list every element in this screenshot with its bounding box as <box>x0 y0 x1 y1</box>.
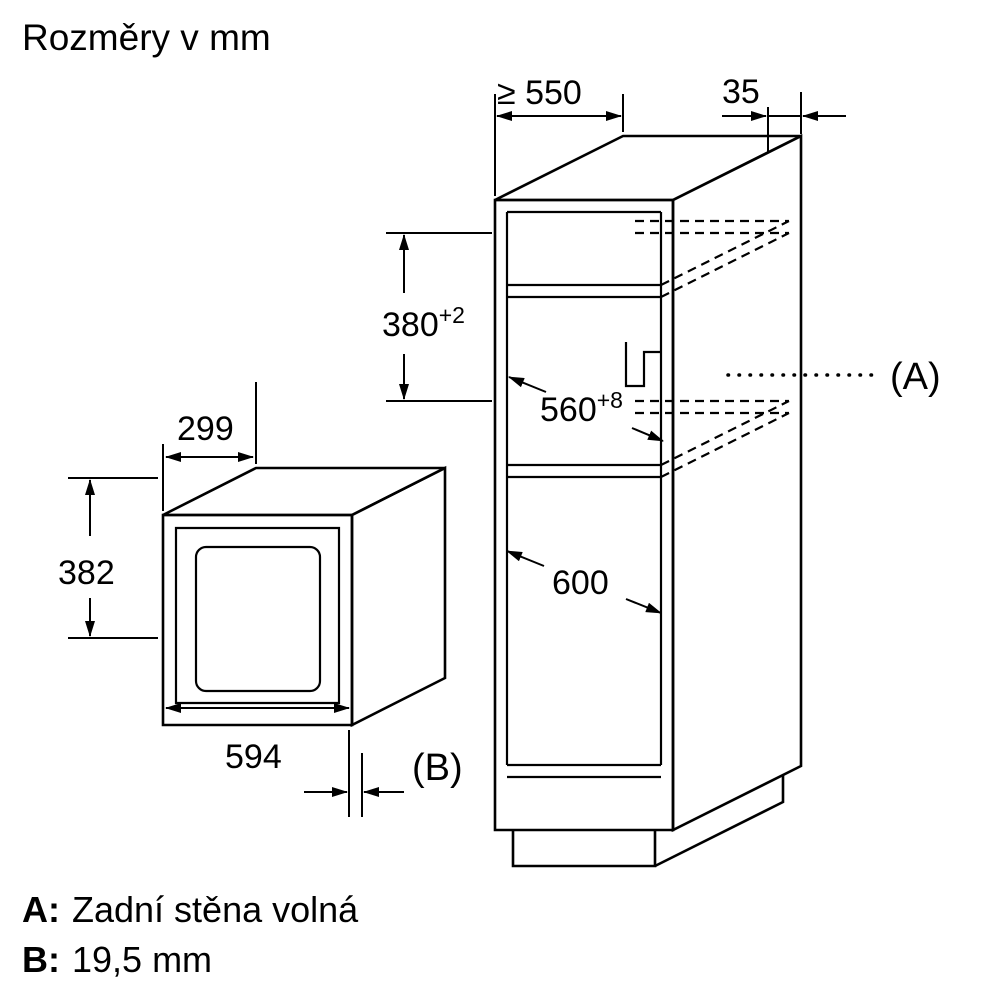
dim-niche-width-arrow-right <box>631 427 664 442</box>
dim-oven-depth-extension-lines <box>162 382 257 511</box>
niche-rear-notch <box>624 342 661 388</box>
cabinet-side-face <box>671 133 803 833</box>
cabinet-inner-frame <box>505 210 663 765</box>
dim-oven-depth: 299 <box>162 382 257 511</box>
legend: A:Zadní stěna volná B:19,5 mm <box>22 889 359 980</box>
dim-oven-depth-label: 299 <box>177 410 234 448</box>
dim-oven-height: 382 <box>58 477 158 639</box>
legend-line-b: B:19,5 mm <box>22 939 212 980</box>
page-title: Rozměry v mm <box>22 17 271 58</box>
dim-rear-gap-label: 35 <box>722 73 760 111</box>
oven-side-face <box>350 465 447 728</box>
cabinet-top-face <box>494 134 802 202</box>
dim-cabinet-depth-label: ≥ 550 <box>497 74 582 112</box>
dim-cabinet-width-arrow-right <box>625 598 662 614</box>
dim-niche-width: 560+8 <box>508 376 664 442</box>
oven-top-face <box>162 466 446 517</box>
cabinet-plinth-front <box>511 830 657 868</box>
oven-door-outline <box>174 526 341 705</box>
dim-cabinet-depth: ≥ 550 <box>494 74 624 196</box>
dim-oven-width: 594 <box>165 703 350 776</box>
oven-door-window <box>194 545 322 693</box>
dim-niche-width-arrow-left <box>508 376 547 393</box>
cabinet-shelf-bottom <box>507 463 661 479</box>
dim-niche-height: 380+2 <box>382 232 492 402</box>
dim-niche-height-label: 380+2 <box>382 302 465 344</box>
dim-cabinet-width-label: 600 <box>552 564 609 602</box>
dim-cabinet-width: 600 <box>506 550 662 614</box>
cabinet-floor-panel <box>507 763 661 779</box>
ref-b-extension-lines <box>348 730 363 817</box>
dim-rear-gap: 35 <box>722 73 846 152</box>
dim-cabinet-width-arrow-left <box>506 550 545 567</box>
oven-front-face <box>161 513 354 727</box>
ref-a-callout: (A) <box>726 356 941 398</box>
dim-niche-width-label: 560+8 <box>540 387 623 429</box>
cabinet-front-face <box>493 198 675 832</box>
dim-oven-height-extension-lines <box>68 477 158 639</box>
dim-niche-height-extension-lines <box>386 232 492 402</box>
dim-oven-height-label: 382 <box>58 554 115 592</box>
dim-rear-gap-extension-lines <box>767 92 802 152</box>
cabinet-shelf-top <box>507 283 661 299</box>
dim-cabinet-depth-extension-lines <box>494 94 624 196</box>
legend-line-a: A:Zadní stěna volná <box>22 889 359 930</box>
ref-b-dimension: (B) <box>304 730 463 817</box>
cabinet-plinth-side <box>654 775 785 868</box>
ref-a-label: (A) <box>890 356 941 398</box>
tall-cabinet-drawing <box>493 133 803 868</box>
dim-oven-width-label: 594 <box>225 738 282 776</box>
microwave-drawing <box>161 465 447 728</box>
ref-b-label: (B) <box>412 747 463 789</box>
